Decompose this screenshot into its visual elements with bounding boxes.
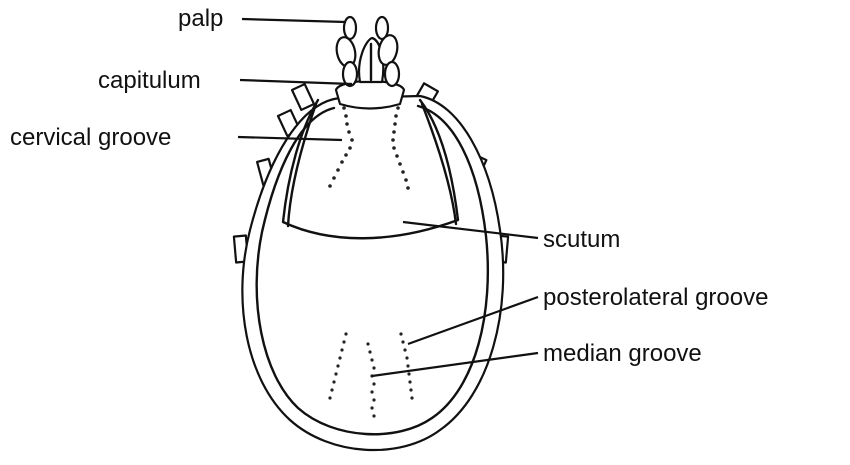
label-cervical-groove: cervical groove <box>10 124 171 151</box>
label-capitulum: capitulum <box>98 67 201 94</box>
label-scutum: scutum <box>543 226 620 253</box>
label-palp: palp <box>178 5 223 32</box>
leader-capitulum <box>240 80 352 84</box>
label-posterolateral-groove: posterolateral groove <box>543 284 768 311</box>
leader-palp <box>242 19 346 22</box>
label-median-groove: median groove <box>543 340 702 367</box>
